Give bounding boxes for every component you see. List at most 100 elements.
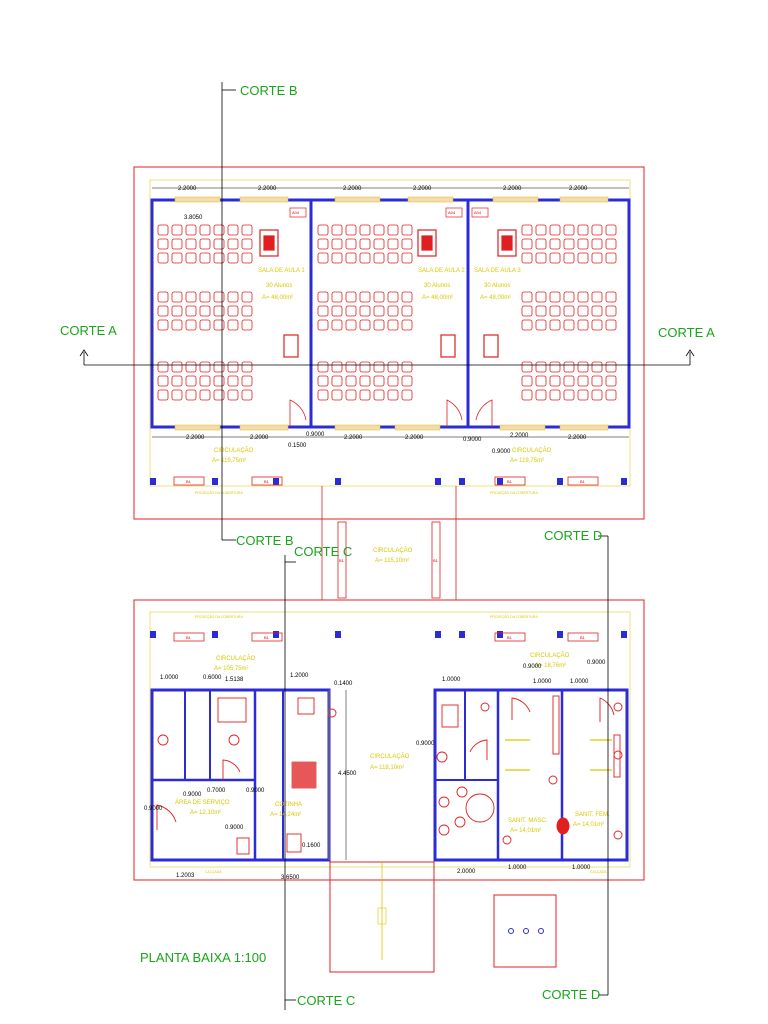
classroom-block: 2.2000 2.2000 2.2000 2.2000 2.2000 2.200… bbox=[133, 166, 645, 520]
pillar bbox=[557, 478, 563, 485]
student-desk bbox=[241, 389, 253, 401]
student-desk bbox=[563, 319, 575, 331]
student-desk bbox=[241, 238, 253, 250]
middle-b1-left: B1 bbox=[339, 558, 345, 563]
student-desk bbox=[577, 375, 589, 387]
student-desk bbox=[171, 319, 183, 331]
kdim-14: 4.4500 bbox=[338, 771, 357, 777]
sanit-fem-name: SANIT. FEM. bbox=[575, 812, 610, 818]
pillar bbox=[459, 478, 465, 485]
student-desk bbox=[157, 224, 169, 236]
bottom-dim-1: 2.2000 bbox=[186, 435, 205, 441]
kdim-10: 0.9000 bbox=[144, 806, 163, 812]
kdim-13: 3.6500 bbox=[281, 875, 300, 881]
service-area-name: ÁREA DE SERVIÇO bbox=[175, 799, 230, 806]
student-desk bbox=[535, 305, 547, 317]
student-desk bbox=[549, 238, 561, 250]
student-desk bbox=[401, 291, 413, 303]
classroom-desks bbox=[157, 224, 617, 401]
student-desk bbox=[227, 252, 239, 264]
student-desk bbox=[241, 305, 253, 317]
pillar bbox=[335, 631, 341, 638]
student-desk bbox=[535, 375, 547, 387]
student-desk bbox=[199, 291, 211, 303]
student-desk bbox=[563, 305, 575, 317]
kdim-12: 1.2003 bbox=[176, 873, 195, 879]
corte-a-right-label: CORTE A bbox=[658, 325, 715, 340]
student-desk bbox=[331, 361, 343, 373]
sdim-4: 1.0000 bbox=[570, 679, 589, 685]
service-circulation-center-area: A= 118,10m² bbox=[370, 765, 404, 771]
classroom-circulation-left: CIRCULAÇÃO bbox=[214, 447, 254, 454]
service-circulation-center: CIRCULAÇÃO bbox=[370, 753, 410, 760]
classroom-block-outer-outline bbox=[133, 166, 645, 520]
door-dim-3: 0.9000 bbox=[492, 449, 511, 455]
student-desk bbox=[157, 361, 169, 373]
student-desk bbox=[401, 238, 413, 250]
kdim-2: 0.6000 bbox=[203, 675, 222, 681]
student-desk bbox=[345, 305, 357, 317]
calcada-left: CALÇADA bbox=[205, 870, 222, 874]
student-desk bbox=[521, 238, 533, 250]
student-desk bbox=[373, 305, 385, 317]
middle-circulation-area: A= 115,10m² bbox=[375, 558, 409, 564]
student-desk bbox=[549, 224, 561, 236]
pillar bbox=[621, 631, 627, 638]
pillar bbox=[435, 478, 441, 485]
corte-c-mid-label: CORTE C bbox=[294, 544, 352, 559]
student-desk bbox=[387, 375, 399, 387]
student-desk bbox=[345, 375, 357, 387]
student-desk bbox=[241, 291, 253, 303]
sdim-3: 1.0000 bbox=[533, 679, 552, 685]
room-code-3: A04 bbox=[474, 210, 482, 215]
sdim-1: 1.0000 bbox=[442, 677, 461, 683]
student-desk bbox=[359, 305, 371, 317]
student-desk bbox=[359, 389, 371, 401]
student-desk bbox=[317, 238, 329, 250]
kitchen-fixtures bbox=[156, 697, 337, 855]
student-desk bbox=[387, 252, 399, 264]
service-circulation-right-area: A= 18,76m² bbox=[535, 663, 566, 669]
corte-d-mid-label: CORTE D bbox=[544, 528, 602, 543]
student-desk bbox=[401, 305, 413, 317]
student-desk bbox=[157, 305, 169, 317]
student-desk bbox=[185, 305, 197, 317]
student-desk bbox=[185, 361, 197, 373]
student-desk bbox=[199, 252, 211, 264]
student-desk bbox=[535, 361, 547, 373]
corte-b-mid-label: CORTE B bbox=[236, 533, 294, 548]
student-desk bbox=[535, 389, 547, 401]
pillar bbox=[621, 478, 627, 485]
bottom-dim-6: 2.2000 bbox=[568, 435, 587, 441]
bottom-dim-3: 2.2000 bbox=[344, 435, 363, 441]
student-desk bbox=[317, 291, 329, 303]
student-desk bbox=[521, 305, 533, 317]
service-area-area: A= 12,10m² bbox=[190, 810, 221, 816]
student-desk bbox=[549, 252, 561, 264]
student-desk bbox=[563, 238, 575, 250]
student-desk bbox=[213, 389, 225, 401]
top-dim-3: 2.2000 bbox=[343, 186, 362, 192]
student-desk bbox=[213, 361, 225, 373]
service-block: PROJEÇÃO DA COBERTURA PROJEÇÃO DA COBERT… bbox=[133, 599, 645, 881]
service-b1-4: B1 bbox=[580, 635, 586, 640]
student-desk bbox=[401, 319, 413, 331]
service-pillars bbox=[150, 631, 627, 638]
student-desk bbox=[345, 361, 357, 373]
student-desk bbox=[171, 389, 183, 401]
corte-b-top-label: CORTE B bbox=[240, 83, 298, 98]
pillar bbox=[212, 631, 218, 638]
student-desk bbox=[605, 291, 617, 303]
kdim-8: 0.9000 bbox=[246, 788, 265, 794]
student-desk bbox=[521, 319, 533, 331]
student-desk bbox=[199, 389, 211, 401]
student-desk bbox=[549, 389, 561, 401]
student-desk bbox=[535, 252, 547, 264]
student-desk bbox=[317, 375, 329, 387]
corte-d-bottom-label: CORTE D bbox=[542, 987, 600, 1002]
student-desk bbox=[317, 224, 329, 236]
student-desk bbox=[387, 291, 399, 303]
section-cuts bbox=[79, 82, 695, 1010]
student-desk bbox=[213, 319, 225, 331]
kdim-3: 1.5138 bbox=[225, 677, 244, 683]
